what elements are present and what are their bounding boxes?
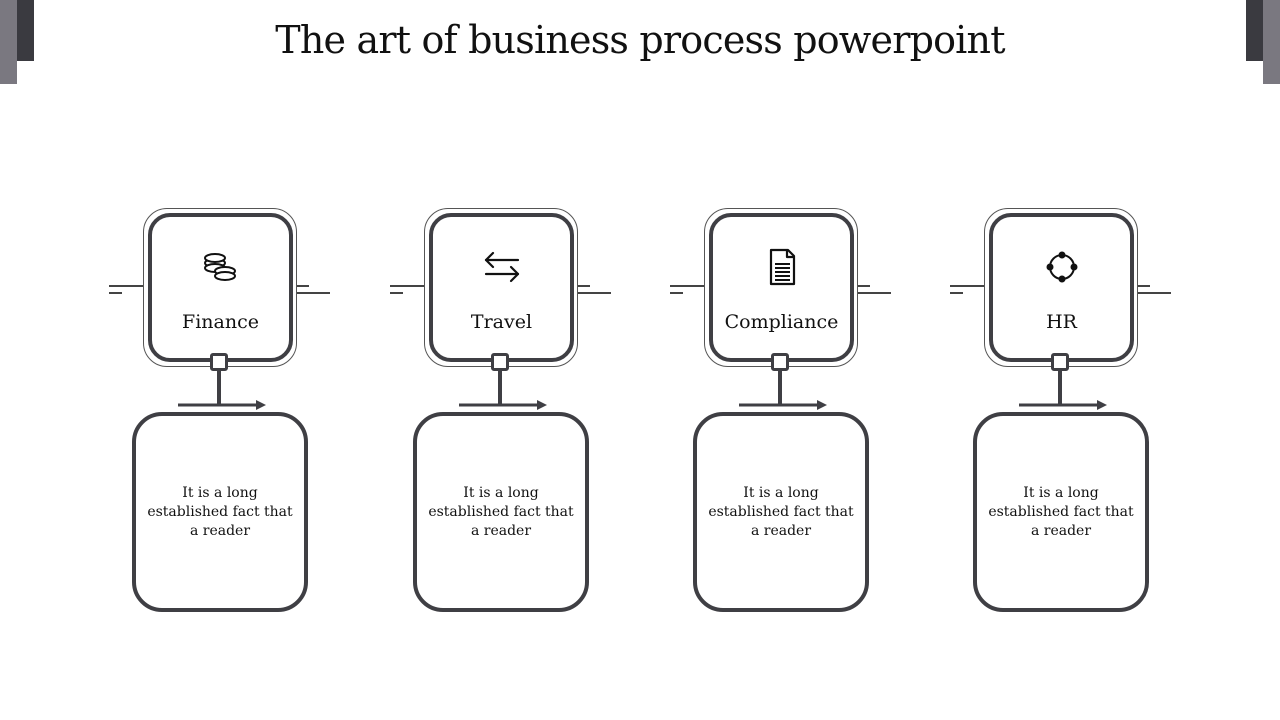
- connector-stem: [1058, 371, 1062, 405]
- deco-line: [670, 285, 704, 287]
- step-description: It is a long established fact that a rea…: [147, 484, 293, 539]
- step-label: Compliance: [724, 311, 839, 333]
- document-icon: [769, 248, 795, 286]
- page-title: The art of business process powerpoint: [275, 18, 1005, 62]
- description-card: It is a long established fact that a rea…: [693, 412, 869, 612]
- step-label: Finance: [182, 311, 259, 333]
- step-description: It is a long established fact that a rea…: [708, 484, 854, 539]
- process-step-compliance: Compliance It is a long established fact…: [670, 0, 910, 720]
- process-step-hr: HR It is a long established fact that a …: [950, 0, 1190, 720]
- process-step-travel: Travel It is a long established fact tha…: [390, 0, 630, 720]
- corner-bar-right-dark: [1246, 0, 1263, 61]
- deco-line: [858, 285, 870, 287]
- corner-bar-left-light: [0, 0, 17, 84]
- step-label: Travel: [470, 311, 533, 333]
- deco-line: [670, 292, 683, 294]
- step-label: HR: [1046, 311, 1077, 333]
- coins-icon: [203, 253, 236, 281]
- step-card: HR: [989, 213, 1134, 362]
- connector-node: [1051, 353, 1069, 371]
- deco-line: [109, 292, 122, 294]
- connector-stem: [498, 371, 502, 405]
- step-card: Compliance: [709, 213, 854, 362]
- deco-line: [297, 285, 309, 287]
- deco-line: [1138, 285, 1150, 287]
- deco-line: [578, 285, 590, 287]
- arrow-right-icon: [459, 400, 547, 410]
- arrows-exchange-icon: [484, 251, 519, 283]
- deco-line: [390, 292, 403, 294]
- connector-node: [771, 353, 789, 371]
- deco-line: [390, 285, 424, 287]
- connector-node: [210, 353, 228, 371]
- corner-bar-left-dark: [17, 0, 34, 61]
- connector-stem: [778, 371, 782, 405]
- connector-node: [491, 353, 509, 371]
- step-description: It is a long established fact that a rea…: [428, 484, 574, 539]
- deco-line: [950, 292, 963, 294]
- deco-line: [109, 285, 143, 287]
- deco-line: [858, 292, 891, 294]
- deco-line: [1138, 292, 1171, 294]
- deco-line: [950, 285, 984, 287]
- description-card: It is a long established fact that a rea…: [413, 412, 589, 612]
- process-step-finance: Finance It is a long established fact th…: [109, 0, 349, 720]
- step-description: It is a long established fact that a rea…: [988, 484, 1134, 539]
- deco-line: [297, 292, 330, 294]
- arrow-right-icon: [178, 400, 266, 410]
- arrow-right-icon: [739, 400, 827, 410]
- deco-line: [578, 292, 611, 294]
- connector-stem: [217, 371, 221, 405]
- step-card: Travel: [429, 213, 574, 362]
- description-card: It is a long established fact that a rea…: [132, 412, 308, 612]
- arrow-right-icon: [1019, 400, 1107, 410]
- step-card: Finance: [148, 213, 293, 362]
- description-card: It is a long established fact that a rea…: [973, 412, 1149, 612]
- corner-bar-right-light: [1263, 0, 1280, 84]
- network-circle-icon: [1046, 251, 1077, 283]
